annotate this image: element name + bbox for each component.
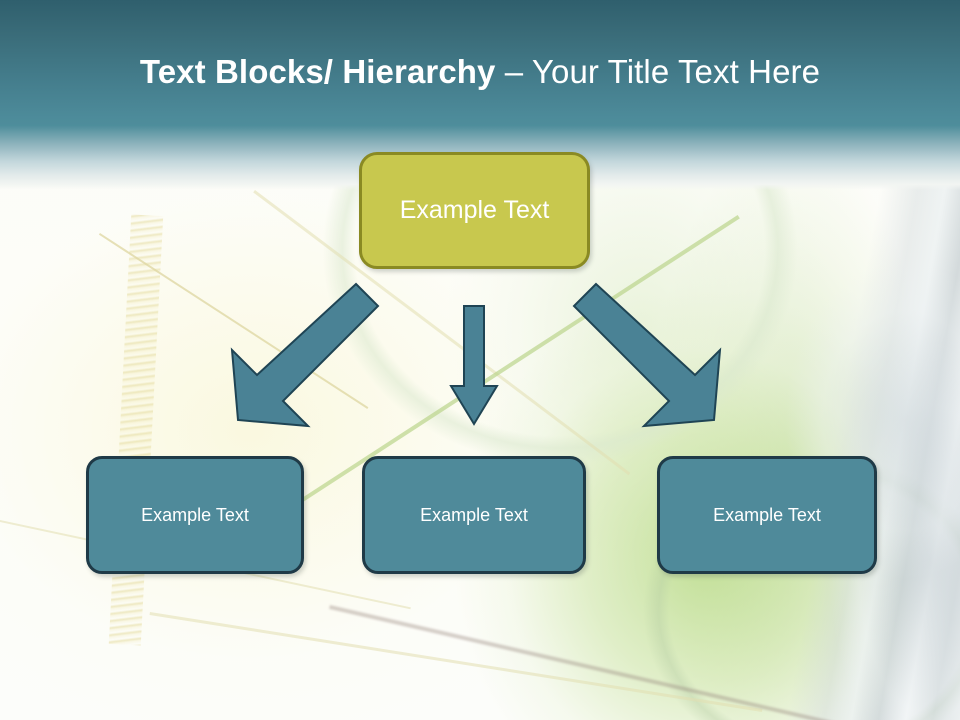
node-child-2-label: Example Text [420, 504, 528, 525]
node-child-3-label: Example Text [713, 504, 821, 525]
page-title: Text Blocks/ Hierarchy – Your Title Text… [0, 52, 960, 92]
arrow-right [572, 282, 722, 428]
page-title-bold: Text Blocks/ Hierarchy [139, 53, 505, 90]
background-filament-coil [108, 214, 164, 646]
node-child-2[interactable]: Example Text [362, 456, 586, 574]
arrow-middle [449, 305, 499, 426]
background-wire-6 [329, 605, 876, 720]
node-root[interactable]: Example Text [359, 152, 590, 269]
background-wire-5 [149, 612, 763, 712]
page-title-separator: – [504, 53, 532, 90]
node-child-3[interactable]: Example Text [657, 456, 877, 574]
page-title-light: Your Title Text Here [531, 53, 821, 90]
node-child-1[interactable]: Example Text [86, 456, 304, 574]
node-root-label: Example Text [399, 196, 550, 224]
node-child-1-label: Example Text [141, 504, 249, 525]
